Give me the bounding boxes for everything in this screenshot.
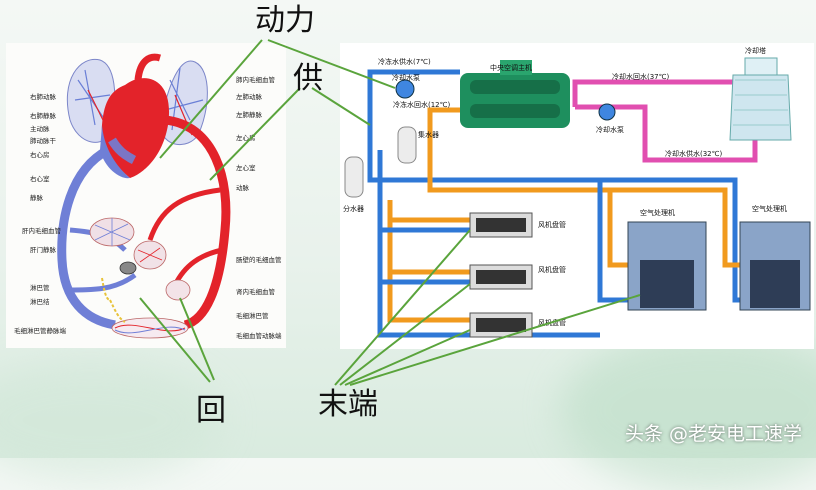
annotation-return: 回 xyxy=(196,393,226,428)
cooling-supply-pipe xyxy=(575,104,758,163)
annotation-arrows xyxy=(139,39,641,386)
vein-loop xyxy=(57,146,116,330)
chilled-return-main xyxy=(427,107,740,268)
label-liver-capillary: 肝内毛细血管 xyxy=(22,226,62,235)
fan-coil-2 xyxy=(469,264,533,290)
watermark: 头条 @老安电工速学 xyxy=(624,423,802,445)
artery-loop xyxy=(164,115,231,330)
liver-capillary xyxy=(89,217,135,247)
label-collector: 集水器 xyxy=(418,130,439,139)
label-intestine-capillary: 肠壁的毛细血管 xyxy=(236,255,282,264)
label-artery: 动脉 xyxy=(236,183,250,192)
label-lung-capillary: 肺内毛细血管 xyxy=(236,75,276,84)
label-fcu-1: 风机盘管 xyxy=(538,220,566,229)
chilled-pump xyxy=(395,79,415,99)
label-left-ventricle: 左心室 xyxy=(236,163,256,172)
label-cooling-supply: 冷却水供水(32℃) xyxy=(665,149,722,158)
label-chilled-pump: 冷却水泵 xyxy=(392,73,420,82)
label-right-ventricle: 右心室 xyxy=(30,174,50,183)
label-fcu-2: 风机盘管 xyxy=(538,265,566,274)
label-ahu-2: 空气处理机 xyxy=(752,204,787,213)
label-cooling-return: 冷却水回水(37℃) xyxy=(612,72,669,81)
lymph-node xyxy=(119,261,137,275)
label-lymph-duct: 淋巴管 xyxy=(30,283,50,292)
label-lymph-node: 淋巴结 xyxy=(30,297,50,306)
intestine-capillary xyxy=(133,240,167,270)
vein-branch-2 xyxy=(64,272,137,293)
label-right-atrium: 右心房 xyxy=(30,150,50,159)
fan-coil-1 xyxy=(469,212,533,238)
fan-coil-3 xyxy=(469,312,533,338)
label-distributor: 分水器 xyxy=(343,204,364,213)
annotation-supply: 供 xyxy=(293,61,323,96)
hvac-diagram: 冷冻水供水(7℃) 冷却水泵 冷冻水回水(12℃) 中央空调主机 冷却水回水(3… xyxy=(343,46,811,338)
collector-tank xyxy=(397,126,417,164)
air-handler-2 xyxy=(739,221,811,311)
label-kidney-capillary: 肾内毛细血管 xyxy=(236,287,276,296)
label-ahu-1: 空气处理机 xyxy=(640,208,675,217)
cooling-return-pipe xyxy=(572,79,758,107)
label-aorta: 主动脉 xyxy=(30,124,50,133)
label-left-pulmonary-vein: 左肺静脉 xyxy=(236,110,263,119)
label-pulmonary-trunk: 肺动脉干 xyxy=(30,136,57,145)
warm-branch-vertical xyxy=(387,200,470,323)
label-chilled-return: 冷冻水回水(12℃) xyxy=(393,100,450,109)
heart-labels-left: 右肺动脉 右肺静脉 主动脉 肺动脉干 右心房 右心室 静脉 肝内毛细血管 肝门静… xyxy=(14,92,67,335)
label-right-pulmonary-vein: 右肺静脉 xyxy=(30,111,57,120)
cooling-tower xyxy=(729,57,792,141)
label-left-atrium: 左心房 xyxy=(236,133,256,142)
label-left-pulmonary-artery: 左肺动脉 xyxy=(236,92,263,101)
label-vein: 静脉 xyxy=(30,193,44,202)
heart xyxy=(100,53,170,179)
label-hepatic-portal-vein: 肝门静脉 xyxy=(30,245,57,254)
cold-to-ahu xyxy=(597,180,630,303)
cooling-pump xyxy=(598,103,616,121)
chilled-supply-main xyxy=(367,69,745,303)
circulation-diagram: 右肺动脉 右肺静脉 主动脉 肺动脉干 右心房 右心室 静脉 肝内毛细血管 肝门静… xyxy=(14,53,282,340)
label-cooling-pump: 冷却水泵 xyxy=(596,125,624,134)
heart-labels-right: 肺内毛细血管 左肺动脉 左肺静脉 左心房 左心室 动脉 肠壁的毛细血管 肾内毛细… xyxy=(236,75,282,340)
label-chilled-supply: 冷冻水供水(7℃) xyxy=(378,57,431,66)
label-cooling-tower: 冷却塔 xyxy=(745,46,766,55)
lymph-vessel xyxy=(101,277,126,323)
air-handler-1 xyxy=(627,221,707,311)
kidney-capillary xyxy=(165,279,191,301)
label-right-pulmonary-artery: 右肺动脉 xyxy=(30,92,57,101)
annotation-power: 动力 xyxy=(255,3,315,38)
annotation-terminal: 末端 xyxy=(318,387,378,422)
label-capillary-arterial-end: 毛细血管动脉端 xyxy=(236,331,282,340)
chiller-unit xyxy=(460,60,570,128)
distributor-tank xyxy=(344,156,364,198)
artery-branch xyxy=(147,187,221,241)
label-lymph-capillary: 毛细淋巴管 xyxy=(236,311,269,320)
label-capillary-venous-end: 毛细淋巴管静脉端 xyxy=(14,326,67,335)
label-chiller: 中央空调主机 xyxy=(490,63,532,72)
